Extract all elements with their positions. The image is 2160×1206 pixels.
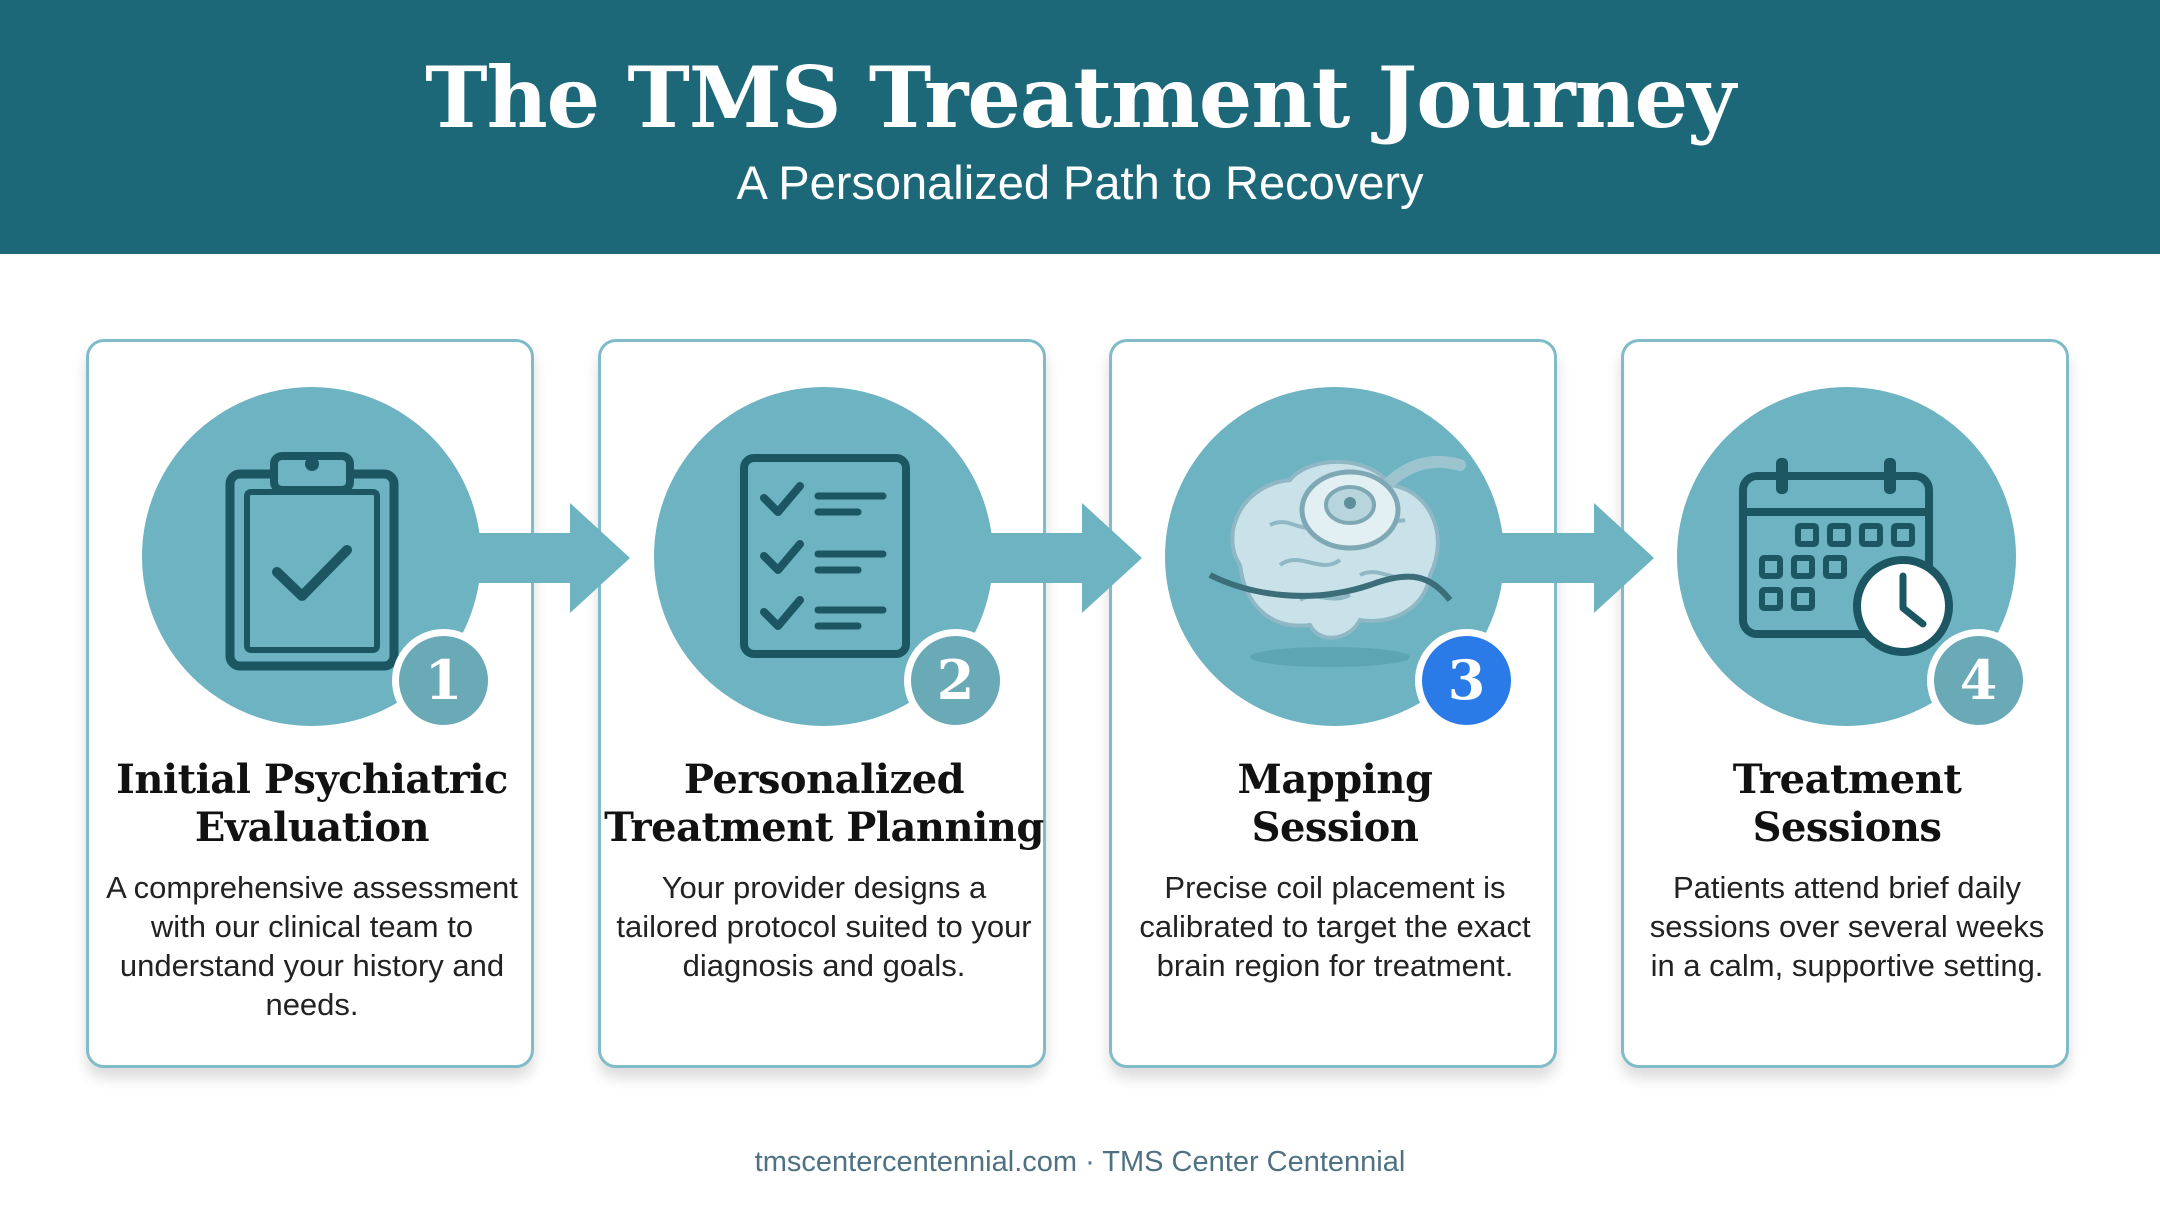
arrow-right-icon [460, 503, 630, 613]
step-number-badge: 2 [904, 629, 1007, 732]
step-title-line: Personalized [683, 756, 965, 803]
step-title-line: Session [1251, 804, 1419, 851]
calendar-clock-icon [1739, 458, 1953, 656]
brain-coil-icon [1208, 455, 1466, 667]
step-title-1: Initial Psychiatric Evaluation [88, 756, 536, 852]
step-description-3: Precise coil placement is calibrated to … [1139, 870, 1531, 983]
clipboard-check-icon [225, 452, 399, 671]
step-description-4: Patients attend brief daily sessions ove… [1649, 870, 2045, 983]
header-banner: The TMS Treatment Journey A Personalized… [0, 0, 2160, 254]
step-title-line: Mapping [1237, 756, 1433, 803]
step-number-badge: 4 [1927, 629, 2030, 732]
step-title-4: Treatment Sessions [1623, 756, 2071, 852]
step-number-badge-active: 3 [1415, 629, 1518, 732]
footer-credit: tmscentercentennial.com · TMS Center Cen… [754, 1146, 1406, 1178]
step-number-badge: 1 [392, 629, 495, 732]
arrow-right-icon [972, 503, 1142, 613]
step-description-2: Your provider designs a tailored protoco… [616, 870, 1032, 983]
checklist-icon [740, 454, 910, 658]
step-title-line: Sessions [1752, 804, 1942, 851]
arrow-right-icon [1484, 503, 1654, 613]
step-title-line: Evaluation [194, 804, 430, 851]
page-subtitle: A Personalized Path to Recovery [736, 156, 1424, 209]
page-title: The TMS Treatment Journey [425, 48, 1736, 147]
step-description-1: A comprehensive assessment with our clin… [106, 870, 518, 1022]
step-title-line: Treatment Planning [604, 804, 1044, 851]
step-title-2: Personalized Treatment Planning [600, 756, 1048, 852]
step-title-line: Initial Psychiatric [116, 756, 508, 803]
step-title-line: Treatment [1732, 756, 1962, 803]
step-title-3: Mapping Session [1111, 756, 1559, 852]
